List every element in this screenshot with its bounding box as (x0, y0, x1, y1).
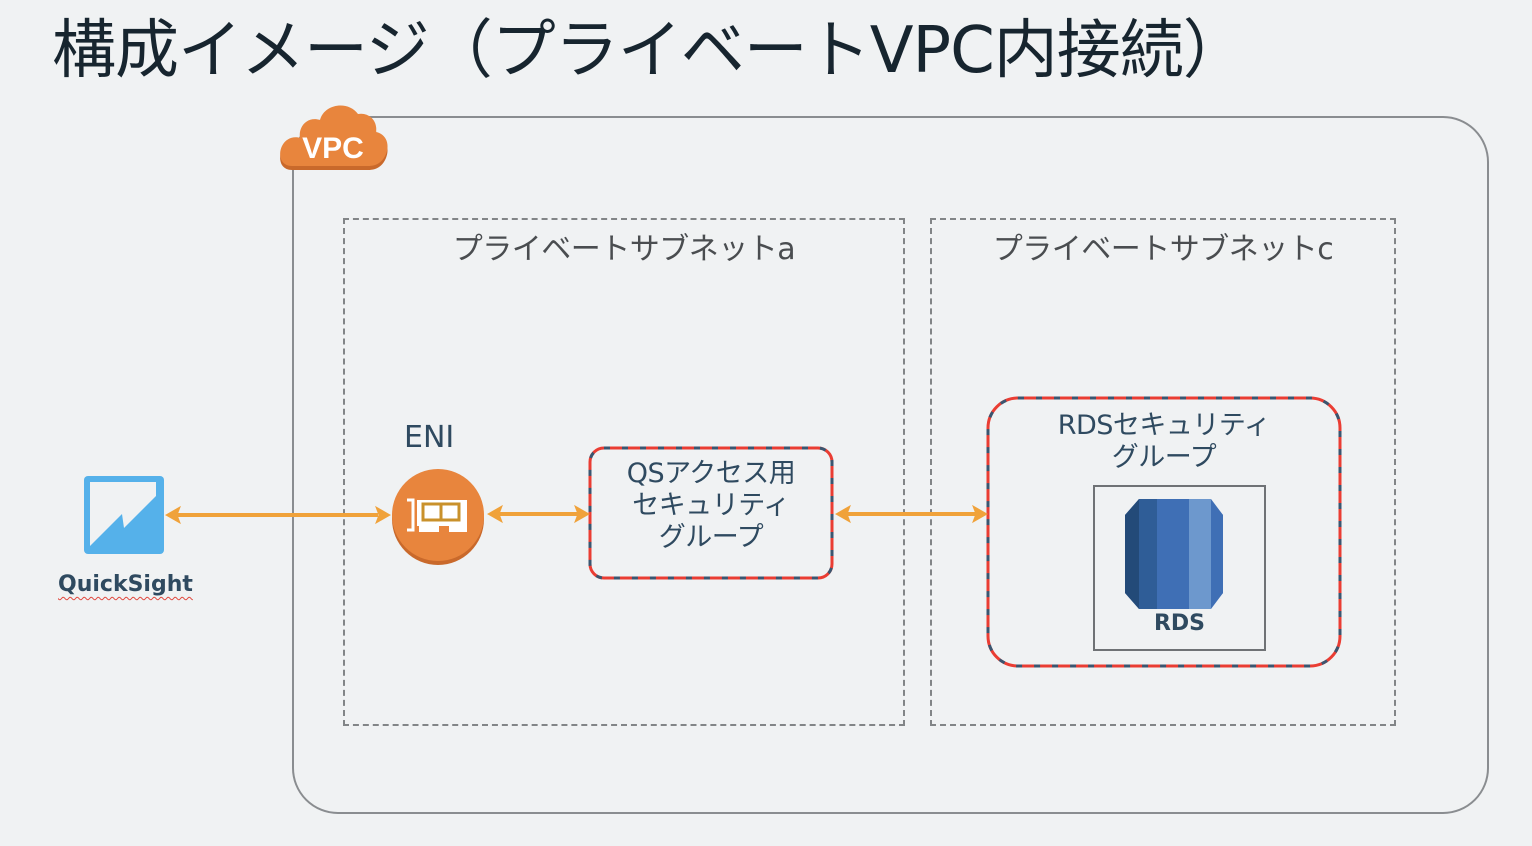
rds-security-group: RDSセキュリティ グループ (986, 396, 1342, 668)
arrow-quicksight-eni (164, 505, 392, 525)
rds-database-icon (1125, 499, 1223, 609)
rds-security-group-border (986, 396, 1342, 668)
arrow-qs-sg-rds-sg (834, 504, 989, 524)
rds-security-group-label: RDSセキュリティ グループ (1057, 410, 1271, 473)
subnet-a-label: プライベートサブネットa (452, 232, 796, 267)
rds-label: RDS (1153, 611, 1206, 636)
arrow-eni-qs-sg (486, 504, 591, 524)
qs-security-group-label: QSアクセス用 セキュリティ グループ (626, 458, 796, 553)
quicksight-label: QuickSight (58, 572, 193, 597)
rds-instance: RDS (1093, 485, 1266, 651)
qs-security-group: QSアクセス用 セキュリティ グループ (588, 446, 834, 580)
vpc-cloud-icon: VPC (280, 105, 388, 170)
subnet-c: プライベートサブネットc (930, 218, 1396, 726)
vpc-label: VPC (302, 132, 364, 165)
quicksight-icon (84, 476, 164, 554)
eni-icon (392, 469, 484, 565)
subnet-a: プライベートサブネットa (343, 218, 905, 726)
eni-label: ENI (404, 420, 455, 455)
page-title: 構成イメージ（プライベートVPC内接続） (52, 14, 1247, 88)
qs-security-group-border (588, 446, 834, 580)
vpc-boundary (292, 116, 1489, 814)
subnet-c-label: プライベートサブネットc (992, 232, 1334, 267)
